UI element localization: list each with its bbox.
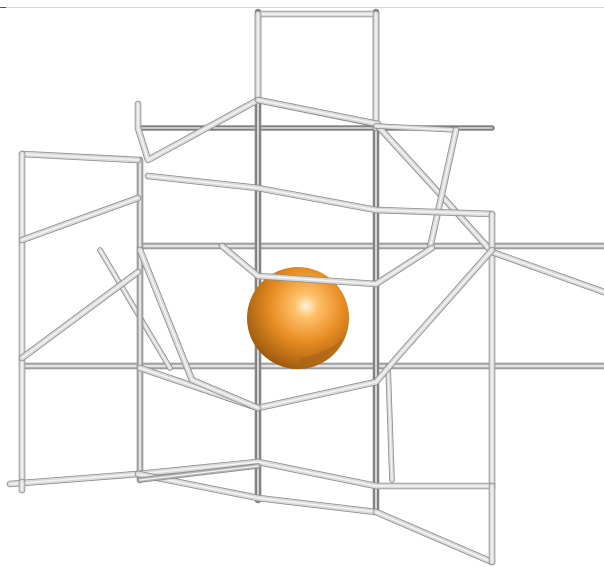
- rod-right-outward-highlight: [492, 252, 604, 292]
- rod-roof-chain-highlight: [138, 100, 492, 252]
- rod-roof-chain-outline: [138, 100, 492, 252]
- rod-left-diag-1-highlight: [22, 198, 138, 240]
- rod-roof-top-highlight: [258, 100, 378, 124]
- rod-left-diag-2-highlight: [22, 272, 138, 358]
- rod-left-curve: [140, 250, 258, 408]
- rod-back-diag-left-highlight: [100, 250, 170, 368]
- rod-roof-chain: [138, 100, 492, 252]
- rod-bottom-right-diag-highlight: [376, 512, 492, 562]
